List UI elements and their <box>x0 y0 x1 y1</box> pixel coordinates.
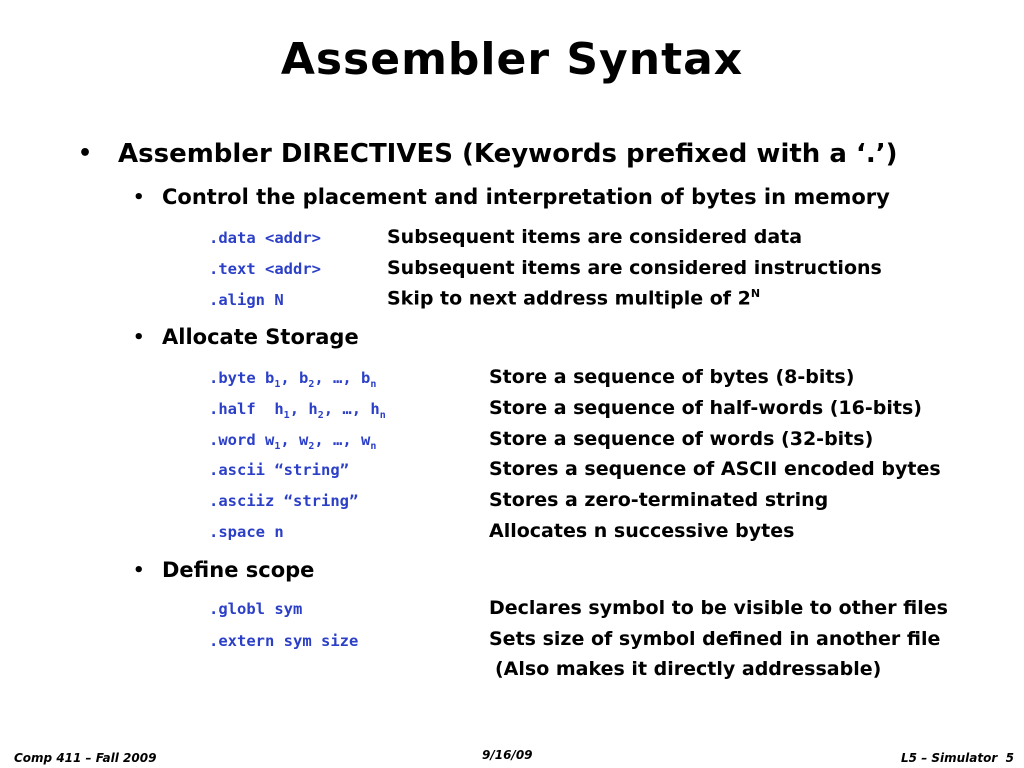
directive-desc: Declares symbol to be visible to other f… <box>489 597 948 619</box>
directive-desc: Store a sequence of bytes (8-bits) <box>489 366 855 388</box>
footer-date: 9/16/09 <box>482 748 533 762</box>
directive-desc: Subsequent items are considered instruct… <box>387 257 882 279</box>
directive-code: .text <addr> <box>209 260 321 278</box>
bullet-marker: • <box>133 187 145 208</box>
directive-code: .ascii “string” <box>209 461 349 479</box>
directive-desc: Store a sequence of words (32-bits) <box>489 428 874 450</box>
directive-desc: Stores a zero-terminated string <box>489 489 829 511</box>
bullet-marker: • <box>133 560 145 581</box>
directive-code: .half h1, h2, …, hn <box>209 400 386 422</box>
directive-code: .byte b1, b2, …, bn <box>209 369 377 391</box>
directive-desc: Skip to next address multiple of 2N <box>387 287 761 310</box>
directive-code: .align N <box>209 291 284 309</box>
footer-slide-label: L5 – Simulator 5 <box>901 751 1014 765</box>
section-heading-storage: Allocate Storage <box>162 325 359 349</box>
exponent: N <box>750 287 761 300</box>
bullet-marker: • <box>78 141 93 166</box>
slide-title: Assembler Syntax <box>280 34 744 85</box>
directive-desc: Allocates n successive bytes <box>489 520 795 542</box>
directive-desc-continuation: (Also makes it directly addressable) <box>495 658 882 680</box>
directive-desc: Subsequent items are considered data <box>387 226 803 248</box>
directive-code: .globl sym <box>209 600 303 618</box>
bullet-marker: • <box>133 327 145 348</box>
directive-code: .asciiz “string” <box>209 492 359 510</box>
directive-desc: Stores a sequence of ASCII encoded bytes <box>489 458 941 480</box>
directive-desc: Store a sequence of half-words (16-bits) <box>489 397 922 419</box>
section-heading-placement: Control the placement and interpretation… <box>162 185 890 209</box>
main-bullet-text: Assembler DIRECTIVES (Keywords prefixed … <box>118 139 898 169</box>
directive-code: .word w1, w2, …, wn <box>209 431 377 453</box>
footer-course: Comp 411 – Fall 2009 <box>14 751 157 765</box>
section-heading-scope: Define scope <box>162 558 315 582</box>
directive-desc: Sets size of symbol defined in another f… <box>489 628 941 650</box>
directive-code: .data <addr> <box>209 229 321 247</box>
directive-code: .extern sym size <box>209 632 359 650</box>
page-number: 5 <box>1005 751 1014 765</box>
directive-code: .space n <box>209 523 284 541</box>
